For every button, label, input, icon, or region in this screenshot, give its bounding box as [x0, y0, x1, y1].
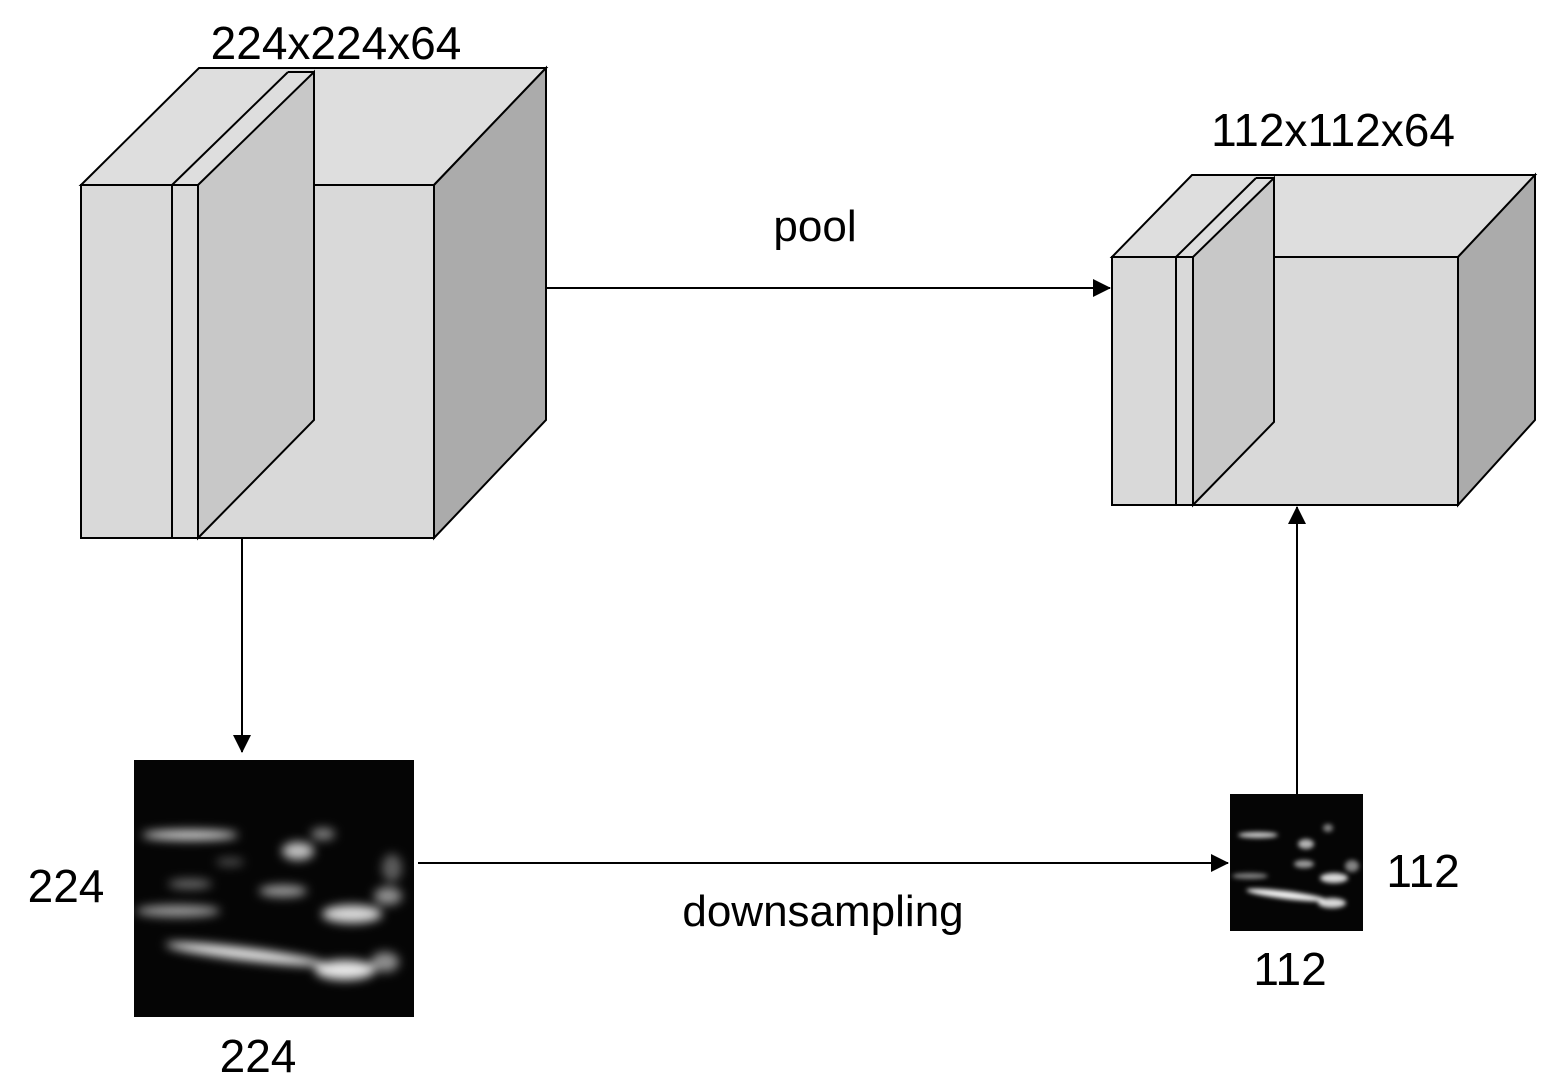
output-volume-label: 112x112x64: [1211, 104, 1455, 156]
pool-label: pool: [773, 202, 856, 251]
feature-map-large: [134, 760, 414, 1017]
feature-map-large-height-label: 224: [28, 860, 105, 912]
output-volume: [1109, 172, 1538, 508]
input-volume-label: 224x224x64: [211, 17, 462, 69]
input-volume: [78, 65, 549, 541]
output-volume-front-face: [1111, 256, 1459, 506]
feature-map-small-height-label: 112: [1386, 845, 1459, 897]
feature-map-large-width-label: 224: [220, 1030, 297, 1082]
feature-map-small: [1230, 794, 1363, 931]
downsampling-label: downsampling: [682, 887, 963, 936]
feature-map-small-width-label: 112: [1253, 943, 1326, 995]
